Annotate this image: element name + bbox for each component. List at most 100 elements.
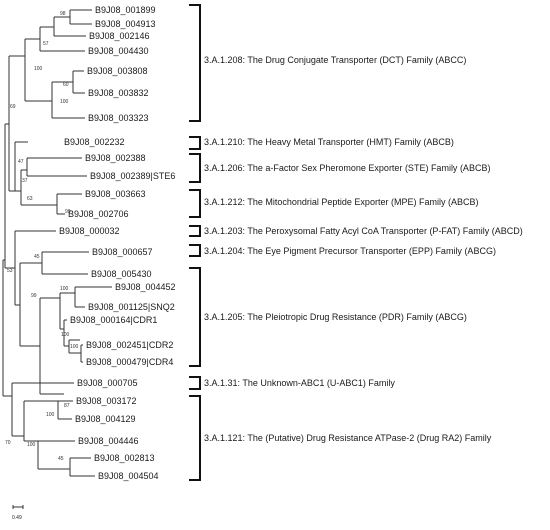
bootstrap-label: 57	[43, 41, 49, 47]
leaf-label: B9J08_002232	[64, 137, 125, 147]
branch-snq2-group	[74, 286, 112, 308]
branch-n100e	[68, 339, 81, 354]
branch-n-pfat	[14, 230, 56, 306]
bootstrap-label: 100	[60, 99, 69, 105]
leaf-label: B9J08_003323	[88, 113, 149, 123]
leaf-label: B9J08_003832	[88, 88, 149, 98]
bootstrap-label: 100	[46, 412, 55, 418]
bootstrap-label: 37	[22, 178, 28, 184]
leaf-label: B9J08_001125|SNQ2	[88, 302, 175, 312]
leaf-labels: B9J08_001899 B9J08_004913 B9J08_002146 B…	[59, 5, 176, 481]
branch-drugra2	[23, 400, 58, 442]
tree-branches	[2, 9, 112, 477]
leaf-label: B9J08_003172	[76, 396, 137, 406]
leaf-label: B9J08_002389|STE6	[90, 171, 175, 181]
branch-n45b	[69, 457, 95, 477]
bracket-mpe	[189, 189, 201, 218]
branch-n53	[4, 123, 15, 269]
family-brackets	[189, 4, 201, 481]
leaf-label: B9J08_000705	[77, 378, 138, 388]
bracket-ste	[189, 153, 201, 183]
bootstrap-label: 100	[61, 332, 70, 338]
leaf-label: B9J08_004504	[98, 471, 159, 481]
bracket-uabc1	[189, 376, 201, 390]
branch-n63	[26, 157, 87, 177]
family-label-drugra2: 3.A.1.121: The (Putative) Drug Resistanc…	[204, 433, 492, 443]
branch-n100c	[59, 292, 75, 330]
family-label-hmt: 3.A.1.210: The Heavy Metal Transporter (…	[204, 137, 454, 147]
leaf-label: B9J08_003663	[85, 189, 146, 199]
branch-n57	[53, 16, 70, 37]
branch-n98	[69, 9, 92, 25]
branch-n99b	[39, 297, 64, 395]
family-label-uabc1: 3.A.1.31: The Unknown-ABC1 (U-ABC1) Fami…	[204, 378, 395, 388]
branch-n60	[72, 70, 85, 94]
leaf-label: B9J08_002706	[68, 209, 129, 219]
leaf-label: B9J08_004913	[95, 19, 156, 29]
bootstrap-label: 70	[5, 440, 11, 446]
bootstrap-label: 45	[58, 456, 64, 462]
leaf-label: B9J08_004452	[115, 282, 176, 292]
bracket-pfat	[189, 225, 201, 237]
branch-n37	[20, 169, 57, 206]
bracket-epp	[189, 244, 201, 257]
branch-n99a	[56, 193, 82, 215]
branch-cdr24	[80, 344, 83, 363]
bootstrap-label: 47	[18, 159, 24, 165]
leaf-label: B9J08_002813	[94, 453, 155, 463]
bootstrap-label: 99	[65, 209, 71, 215]
branch-n100b	[51, 81, 73, 119]
branch-n100d	[63, 319, 69, 347]
bootstrap-label: 69	[10, 104, 16, 110]
branch-n70	[11, 382, 74, 437]
scale-bar-label: 0.49	[12, 515, 22, 521]
scale-bar-line	[12, 505, 24, 509]
branch-dct	[24, 38, 52, 102]
branch-pdr-epp	[19, 262, 42, 347]
branch-n45a	[41, 251, 89, 275]
family-label-ste: 3.A.1.206: The a-Factor Sex Pheromone Ex…	[204, 163, 490, 173]
bootstrap-label: 100	[27, 442, 36, 448]
leaf-label: B9J08_002388	[85, 153, 146, 163]
leaf-label: B9J08_001899	[95, 5, 156, 15]
branch-n100a	[39, 26, 54, 52]
leaf-label: B9J08_000657	[92, 247, 153, 257]
bootstrap-label: 100	[60, 286, 69, 292]
family-labels: 3.A.1.208: The Drug Conjugate Transporte…	[204, 55, 523, 443]
branch-n87	[57, 400, 73, 420]
family-label-mpe: 3.A.1.212: The Mitochondrial Peptide Exp…	[204, 197, 478, 207]
family-label-dct: 3.A.1.208: The Drug Conjugate Transporte…	[204, 55, 466, 65]
bootstrap-label: 99	[31, 293, 37, 299]
branch-n69	[8, 55, 25, 192]
bracket-drugra2	[189, 395, 201, 481]
leaf-label: B9J08_000479|CDR4	[86, 357, 173, 367]
branch-n47	[14, 141, 28, 192]
scale-bar: 0.49	[12, 505, 24, 521]
bootstrap-label: 63	[27, 196, 33, 202]
leaf-label: B9J08_002451|CDR2	[86, 340, 173, 350]
bracket-dct	[189, 4, 201, 122]
leaf-label: B9J08_003808	[87, 66, 148, 76]
bootstrap-label: 100	[70, 344, 79, 350]
family-label-epp: 3.A.1.204: The Eye Pigment Precursor Tra…	[204, 246, 496, 256]
bootstrap-label: 53	[7, 268, 13, 274]
bootstrap-label: 98	[60, 11, 66, 17]
bootstrap-label: 87	[64, 403, 70, 409]
leaf-label: B9J08_004446	[78, 436, 139, 446]
family-label-pdr: 3.A.1.205: The Pleiotropic Drug Resistan…	[204, 312, 467, 322]
bracket-hmt	[189, 136, 201, 150]
bootstrap-label: 100	[34, 66, 43, 72]
bracket-pdr	[189, 267, 201, 367]
leaf-label: B9J08_005430	[91, 269, 152, 279]
branch-n100f	[37, 440, 75, 470]
bootstrap-label: 60	[63, 82, 69, 88]
bootstrap-values: 98 57 100 100 60 69 47 37 63 99 53 45 99…	[5, 11, 79, 462]
leaf-label: B9J08_004129	[75, 414, 136, 424]
leaf-label: B9J08_000032	[59, 226, 120, 236]
leaf-label: B9J08_002146	[89, 31, 150, 41]
bootstrap-label: 45	[34, 254, 40, 260]
family-label-pfat: 3.A.1.203: The Peroxysomal Fatty Acyl Co…	[204, 226, 523, 236]
leaf-label: B9J08_004430	[88, 46, 149, 56]
root-branch	[2, 259, 12, 397]
